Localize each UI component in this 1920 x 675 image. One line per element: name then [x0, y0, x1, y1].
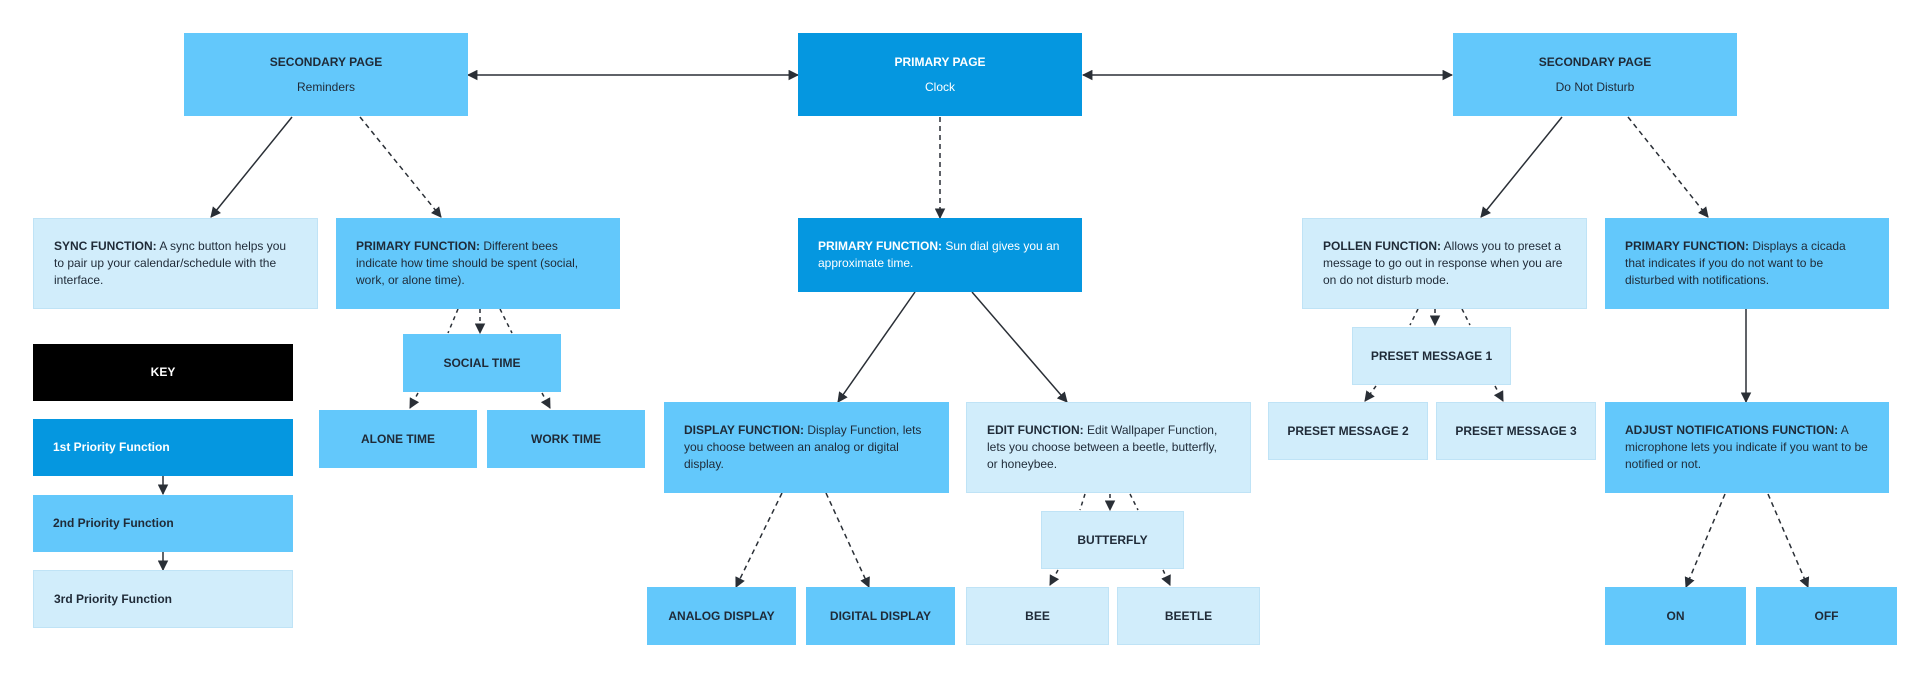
link-display-to-analog	[735, 492, 783, 588]
option-beetle: BEETLE	[1117, 587, 1260, 645]
link-bees-to-social-a	[447, 308, 459, 334]
function-label: SYNC FUNCTION:	[54, 239, 157, 253]
option-on: ON	[1605, 587, 1746, 645]
link-adjust-to-off	[1767, 493, 1810, 588]
legend-priority-2: 2nd Priority Function	[33, 495, 293, 552]
page-subtitle: Reminders	[296, 79, 356, 94]
link-butterfly-to-beetle	[1161, 569, 1171, 586]
legend-priority-3: 3rd Priority Function	[33, 570, 293, 628]
link-adjust-to-on	[1684, 493, 1726, 588]
page-title: SECONDARY PAGE	[1538, 54, 1652, 69]
page-title: SECONDARY PAGE	[269, 54, 383, 69]
function-text: Allows you to preset a message to go out…	[1323, 239, 1563, 287]
option-bee: BEE	[966, 587, 1109, 645]
display-function: DISPLAY FUNCTION: Display Function, lets…	[664, 402, 949, 493]
link-preset1-to-preset3	[1493, 385, 1504, 402]
link-pollen-to-preset1-a	[1409, 308, 1419, 326]
pollen-function: POLLEN FUNCTION: Allows you to preset a …	[1302, 218, 1587, 309]
function-text: Display Function, lets you choose betwee…	[684, 423, 922, 471]
option-alone-time: ALONE TIME	[319, 410, 477, 468]
primary-function-sun-dial: PRIMARY FUNCTION: Sun dial gives you an …	[798, 218, 1082, 292]
page-subtitle: Do Not Disturb	[1555, 79, 1635, 94]
function-label: POLLEN FUNCTION:	[1323, 239, 1441, 253]
option-digital-display: DIGITAL DISPLAY	[806, 587, 955, 645]
option-preset-message-2: PRESET MESSAGE 2	[1268, 402, 1428, 460]
option-work-time: WORK TIME	[487, 410, 645, 468]
link-social-to-alone	[409, 392, 420, 409]
link-dnd-to-pollen	[1480, 116, 1563, 218]
option-preset-message-1: PRESET MESSAGE 1	[1352, 327, 1511, 385]
option-social-time: SOCIAL TIME	[403, 334, 561, 392]
sync-function: SYNC FUNCTION: A sync button helps you t…	[33, 218, 318, 309]
function-label: DISPLAY FUNCTION:	[684, 423, 805, 437]
option-analog-display: ANALOG DISPLAY	[647, 587, 796, 645]
primary-function-bees: PRIMARY FUNCTION: Different bees indicat…	[336, 218, 620, 309]
link-edit-to-butterfly-c	[1129, 493, 1139, 511]
secondary-page-do-not-disturb: SECONDARY PAGE Do Not Disturb	[1453, 33, 1737, 116]
link-social-to-work	[540, 392, 551, 409]
adjust-notifications-function: ADJUST NOTIFICATIONS FUNCTION: A microph…	[1605, 402, 1889, 493]
function-text: Different bees indicate how time should …	[356, 239, 579, 287]
legend-title: KEY	[33, 344, 293, 401]
option-butterfly: BUTTERFLY	[1041, 511, 1184, 569]
legend-label: 2nd Priority Function	[53, 516, 174, 530]
link-bees-to-social-c	[499, 308, 513, 334]
legend-label: 1st Priority Function	[53, 440, 170, 454]
page-subtitle: Clock	[924, 79, 955, 94]
function-text: A microphone lets you indicate if you wa…	[1625, 423, 1868, 471]
function-text: Displays a cicada that indicates if you …	[1625, 239, 1846, 287]
link-edit-to-butterfly-a	[1079, 493, 1086, 511]
edit-function: EDIT FUNCTION: Edit Wallpaper Function, …	[966, 402, 1251, 493]
link-preset1-to-preset2	[1364, 385, 1377, 402]
option-preset-message-3: PRESET MESSAGE 3	[1436, 402, 1596, 460]
option-off: OFF	[1756, 587, 1897, 645]
function-label: PRIMARY FUNCTION:	[818, 239, 942, 253]
function-label: PRIMARY FUNCTION:	[356, 239, 480, 253]
primary-page-clock: PRIMARY PAGE Clock	[798, 33, 1082, 116]
link-reminders-to-sync	[210, 116, 293, 218]
link-pollen-to-preset1-c	[1461, 308, 1471, 326]
link-primary-to-display	[837, 291, 916, 403]
function-label: EDIT FUNCTION:	[987, 423, 1084, 437]
function-text: Edit Wallpaper Function, lets you choose…	[987, 423, 1218, 471]
link-dnd-to-primary	[1627, 116, 1709, 218]
page-title: PRIMARY PAGE	[894, 54, 986, 69]
legend-label: 3rd Priority Function	[54, 591, 173, 606]
primary-function-cicada: PRIMARY FUNCTION: Displays a cicada that…	[1605, 218, 1889, 309]
legend-priority-1: 1st Priority Function	[33, 419, 293, 476]
secondary-page-reminders: SECONDARY PAGE Reminders	[184, 33, 468, 116]
function-label: PRIMARY FUNCTION:	[1625, 239, 1749, 253]
link-display-to-digital	[825, 492, 870, 588]
function-label: ADJUST NOTIFICATIONS FUNCTION:	[1625, 423, 1839, 437]
function-text: A sync button helps you to pair up your …	[54, 239, 287, 287]
link-reminders-to-primary	[359, 116, 442, 218]
link-primary-to-edit	[971, 291, 1068, 403]
link-butterfly-to-bee	[1049, 569, 1060, 586]
function-text: Sun dial gives you an approximate time.	[818, 239, 1060, 270]
